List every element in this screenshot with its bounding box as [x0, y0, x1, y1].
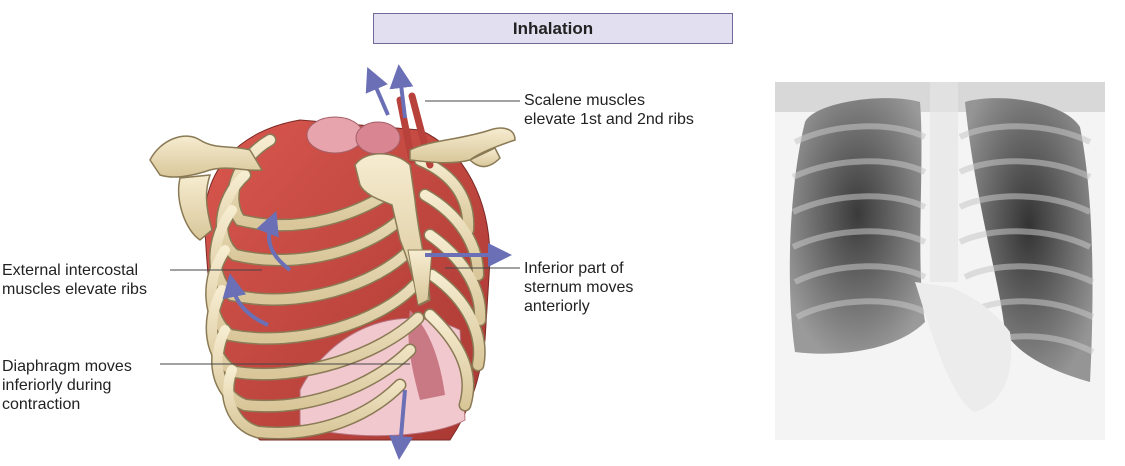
diaphragm-label-line-2: inferiorly during	[2, 377, 112, 394]
external-intercostal-label-line-2: muscles elevate ribs	[2, 281, 147, 298]
intercostal-arrow-upper	[256, 210, 292, 272]
diaphragm-arrow	[389, 389, 413, 460]
scalene-label-line-2: elevate 1st and 2nd ribs	[524, 111, 694, 128]
xray-ribs	[791, 123, 1095, 355]
diagram-title: Inhalation	[512, 18, 594, 38]
sternum-label: Inferior part of sternum moves anteriorl…	[524, 259, 633, 316]
lung-apex	[306, 116, 364, 154]
motion-arrows	[222, 64, 512, 460]
sternum-label-line-1: Inferior part of	[524, 260, 624, 277]
title-box: Inhalation	[373, 13, 733, 44]
sternum-label-line-2: sternum moves	[524, 279, 634, 296]
diaphragm-label-line-1: Diaphragm moves	[2, 358, 132, 375]
sternum-label-line-3: anteriorly	[524, 298, 590, 315]
scalene-arrow-left	[365, 66, 390, 116]
xray-heart-shadow	[915, 282, 1012, 412]
clavicle-scapula	[149, 127, 516, 241]
external-intercostal-label-line-1: External intercostal	[2, 262, 139, 279]
rib-cage-illustration	[149, 64, 520, 460]
scalene-label: Scalene muscles elevate 1st and 2nd ribs	[524, 91, 694, 129]
diaphragm-label-line-3: contraction	[2, 396, 81, 413]
scalene-label-line-1: Scalene muscles	[524, 92, 645, 109]
chest-xray-image	[775, 82, 1105, 440]
scalene-arrow-right	[389, 64, 414, 119]
leader-lines	[160, 100, 520, 365]
diaphragm-label: Diaphragm moves inferiorly during contra…	[2, 357, 132, 414]
external-intercostal-label: External intercostal muscles elevate rib…	[2, 261, 147, 299]
intercostal-arrow-lower	[222, 273, 269, 327]
xray-mediastinum	[930, 82, 958, 282]
